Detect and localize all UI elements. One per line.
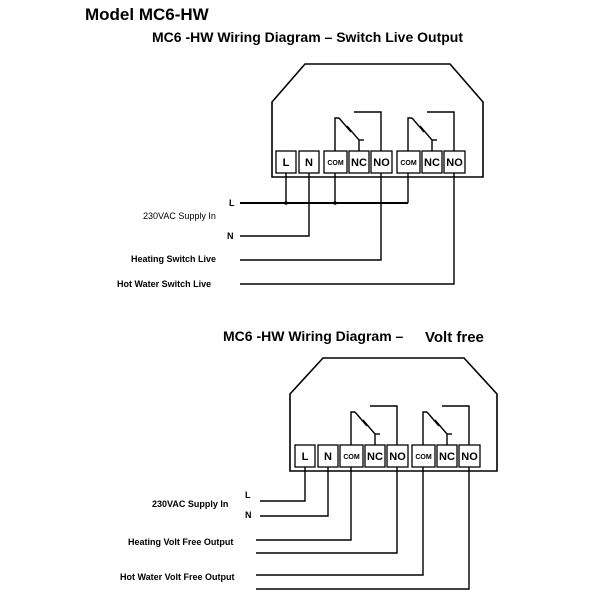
terminal-label: COM <box>343 454 360 461</box>
diagram1-heating-label: Heating Switch Live <box>131 254 216 264</box>
diagram2-enclosure <box>289 357 498 472</box>
terminal-label: NC <box>439 451 455 463</box>
diagram1-relay-1 <box>334 111 382 151</box>
diagram2-heading-label: Heating Volt Free Output <box>128 537 233 547</box>
diagram2-neutral-label: N <box>245 510 252 520</box>
terminal-label: COM <box>415 454 432 461</box>
terminal-label: L <box>283 157 290 169</box>
diagram1-live-label: L <box>229 198 235 208</box>
terminal-label: NO <box>446 157 463 169</box>
diagram1-neutral-label: N <box>227 231 234 241</box>
diagram2-heading: MC6 -HW Wiring Diagram – <box>223 328 404 344</box>
terminal-label: NO <box>389 451 406 463</box>
terminal-label: N <box>305 157 313 169</box>
diagram-switch-live: MC6 -HW Wiring Diagram – Switch Live Out… <box>117 29 484 289</box>
diagram2-relay-2 <box>422 405 470 445</box>
diagram1-external-wiring <box>240 173 455 285</box>
terminal-label: NC <box>351 157 367 169</box>
diagram-volt-free: MC6 -HW Wiring Diagram – Volt free L N C… <box>120 328 498 590</box>
diagram2-supply-label: 230VAC Supply In <box>152 499 228 509</box>
diagram2-hotwater-label: Hot Water Volt Free Output <box>120 572 235 582</box>
terminal-label: NO <box>373 157 390 169</box>
terminal-label: COM <box>327 160 344 167</box>
terminal-label: NO <box>461 451 478 463</box>
terminal-label: COM <box>400 160 417 167</box>
diagram2-external-wiring <box>256 467 470 590</box>
diagram2-terminal-block: L N COM NC NO COM NC NO <box>294 444 481 468</box>
terminal-label: L <box>302 451 309 463</box>
terminal-label: N <box>324 451 332 463</box>
diagram2-live-label: L <box>245 490 251 500</box>
diagram1-supply-label: 230VAC Supply In <box>143 211 216 221</box>
diagram1-relay-2 <box>407 111 455 151</box>
model-title: Model MC6-HW <box>85 5 210 24</box>
terminal-label: NC <box>424 157 440 169</box>
diagram2-relay-1 <box>350 405 398 445</box>
diagram1-terminal-block: L N COM NC NO COM NC NO <box>275 150 466 174</box>
diagram1-heading: MC6 -HW Wiring Diagram – Switch Live Out… <box>152 29 463 45</box>
diagram2-heading-emphasis: Volt free <box>425 329 484 346</box>
diagram1-enclosure <box>271 63 484 178</box>
diagram1-hotwater-label: Hot Water Switch Live <box>117 279 211 289</box>
terminal-label: NC <box>367 451 383 463</box>
